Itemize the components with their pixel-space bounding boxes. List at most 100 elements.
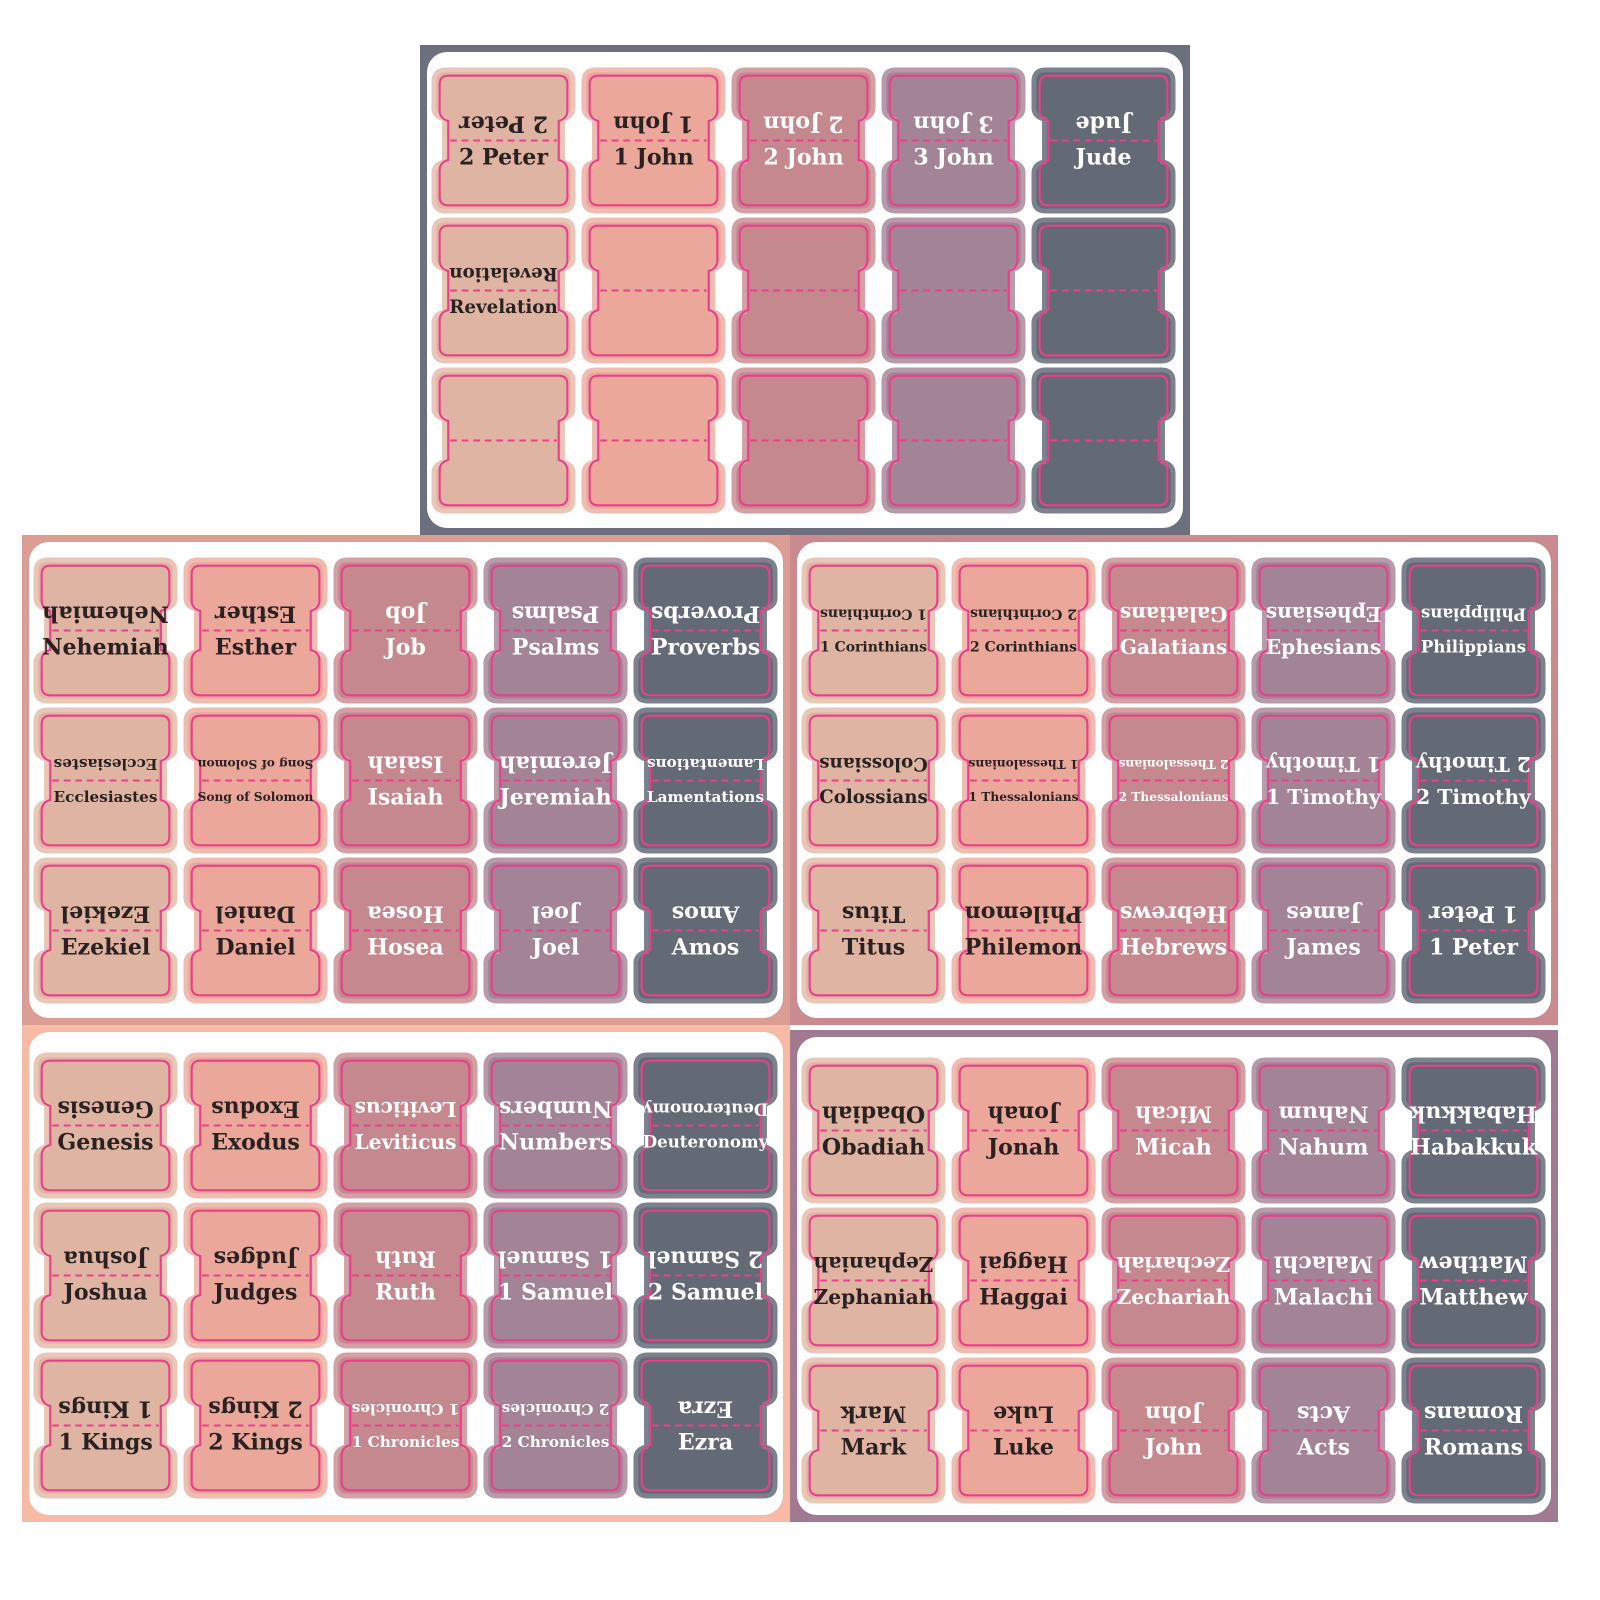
tab-label: 1 Kings (58, 1430, 153, 1456)
tab-label-flipped: Numbers (499, 1095, 612, 1121)
tab-outline (1038, 374, 1169, 507)
tab-shape (731, 67, 876, 214)
tab-outline (190, 1359, 321, 1492)
tab-shape (881, 217, 1026, 364)
tab-outline (490, 714, 621, 847)
tab-outline (738, 74, 869, 207)
tab-label: 2 Thessalonians (1119, 790, 1229, 804)
tab-label: Joshua (61, 1280, 147, 1306)
tab-outline (808, 1364, 939, 1497)
tab-shape (431, 217, 576, 364)
tab-blank (881, 367, 1026, 514)
tab-label-flipped: Micah (1135, 1100, 1212, 1126)
tab-outline (340, 864, 471, 997)
tab-outline (438, 374, 569, 507)
tab-outline (490, 864, 621, 997)
tab-outline (1038, 74, 1169, 207)
tab-label: Habakkuk (1410, 1135, 1538, 1161)
tab-shape (1251, 1357, 1396, 1504)
tab-label-flipped: Mark (840, 1400, 906, 1426)
tab-shape (33, 1352, 178, 1499)
tab-label-flipped: Psalms (512, 600, 600, 626)
tab-shape (633, 1052, 778, 1199)
tab-shape (801, 557, 946, 704)
tab-outline (340, 564, 471, 697)
tab-label: Revelation (449, 297, 557, 318)
tab-label: Acts (1296, 1435, 1350, 1461)
tab-label: Malachi (1274, 1285, 1373, 1311)
tab-label: 2 Samuel (648, 1280, 763, 1306)
tab-outline (490, 564, 621, 697)
tab-label-flipped: Hebrews (1120, 900, 1227, 926)
tab-label-flipped: 1 John (613, 110, 693, 136)
tab-label-flipped: Philippians (1421, 604, 1526, 624)
tab-outline (490, 1359, 621, 1492)
tab-blank (731, 367, 876, 514)
tab-label: Romans (1424, 1435, 1523, 1461)
tab-label: 1 Timothy (1266, 785, 1382, 809)
tab-outline (340, 1209, 471, 1342)
tab-label-flipped: 1 Samuel (498, 1245, 613, 1271)
tab-label-flipped: Proverbs (651, 600, 760, 626)
tab-label-flipped: Zechariah (1116, 1252, 1230, 1276)
tab-shape (1101, 707, 1246, 854)
tab-shape (1251, 1057, 1396, 1204)
tab-label-flipped: Ecclesiastes (54, 755, 158, 773)
tab-label-flipped: 1 Peter (1429, 900, 1518, 926)
tab-shape (431, 67, 576, 214)
tab-outline (1408, 564, 1539, 697)
tab-shape (483, 1202, 628, 1349)
tab-blank (581, 217, 726, 364)
tab-label-flipped: Acts (1297, 1400, 1351, 1426)
tab-outline (888, 374, 1019, 507)
tab-label: Nahum (1279, 1135, 1369, 1161)
tab-label: Haggai (979, 1285, 1068, 1311)
tab-shape (581, 67, 726, 214)
tab-label-flipped: Malachi (1274, 1250, 1373, 1276)
tab-label-flipped: Joel (532, 900, 582, 926)
tab-label-flipped: 1 Timothy (1265, 752, 1381, 776)
tab-label: 2 John (763, 145, 843, 171)
tab-label-flipped: John (1145, 1400, 1204, 1426)
tab-outline (438, 224, 569, 357)
tab-outline (1408, 714, 1539, 847)
tab-outline (190, 564, 321, 697)
tab-shape (731, 217, 876, 364)
tab-shape (33, 557, 178, 704)
tab-label-flipped: Isaiah (368, 750, 444, 776)
tab-label: Ruth (375, 1280, 436, 1306)
tab-outline (190, 1209, 321, 1342)
tab-label-flipped: Jude (1076, 110, 1134, 136)
tab-outline (1038, 224, 1169, 357)
tab-shape (1101, 1057, 1246, 1204)
tab-shape (1101, 1207, 1246, 1354)
tab-outline (808, 564, 939, 697)
tab-label: Hosea (367, 935, 443, 961)
tab-outline (1258, 1064, 1389, 1197)
tab-label: Psalms (512, 635, 600, 661)
tab-shape (33, 1052, 178, 1199)
tab-blank (581, 367, 726, 514)
